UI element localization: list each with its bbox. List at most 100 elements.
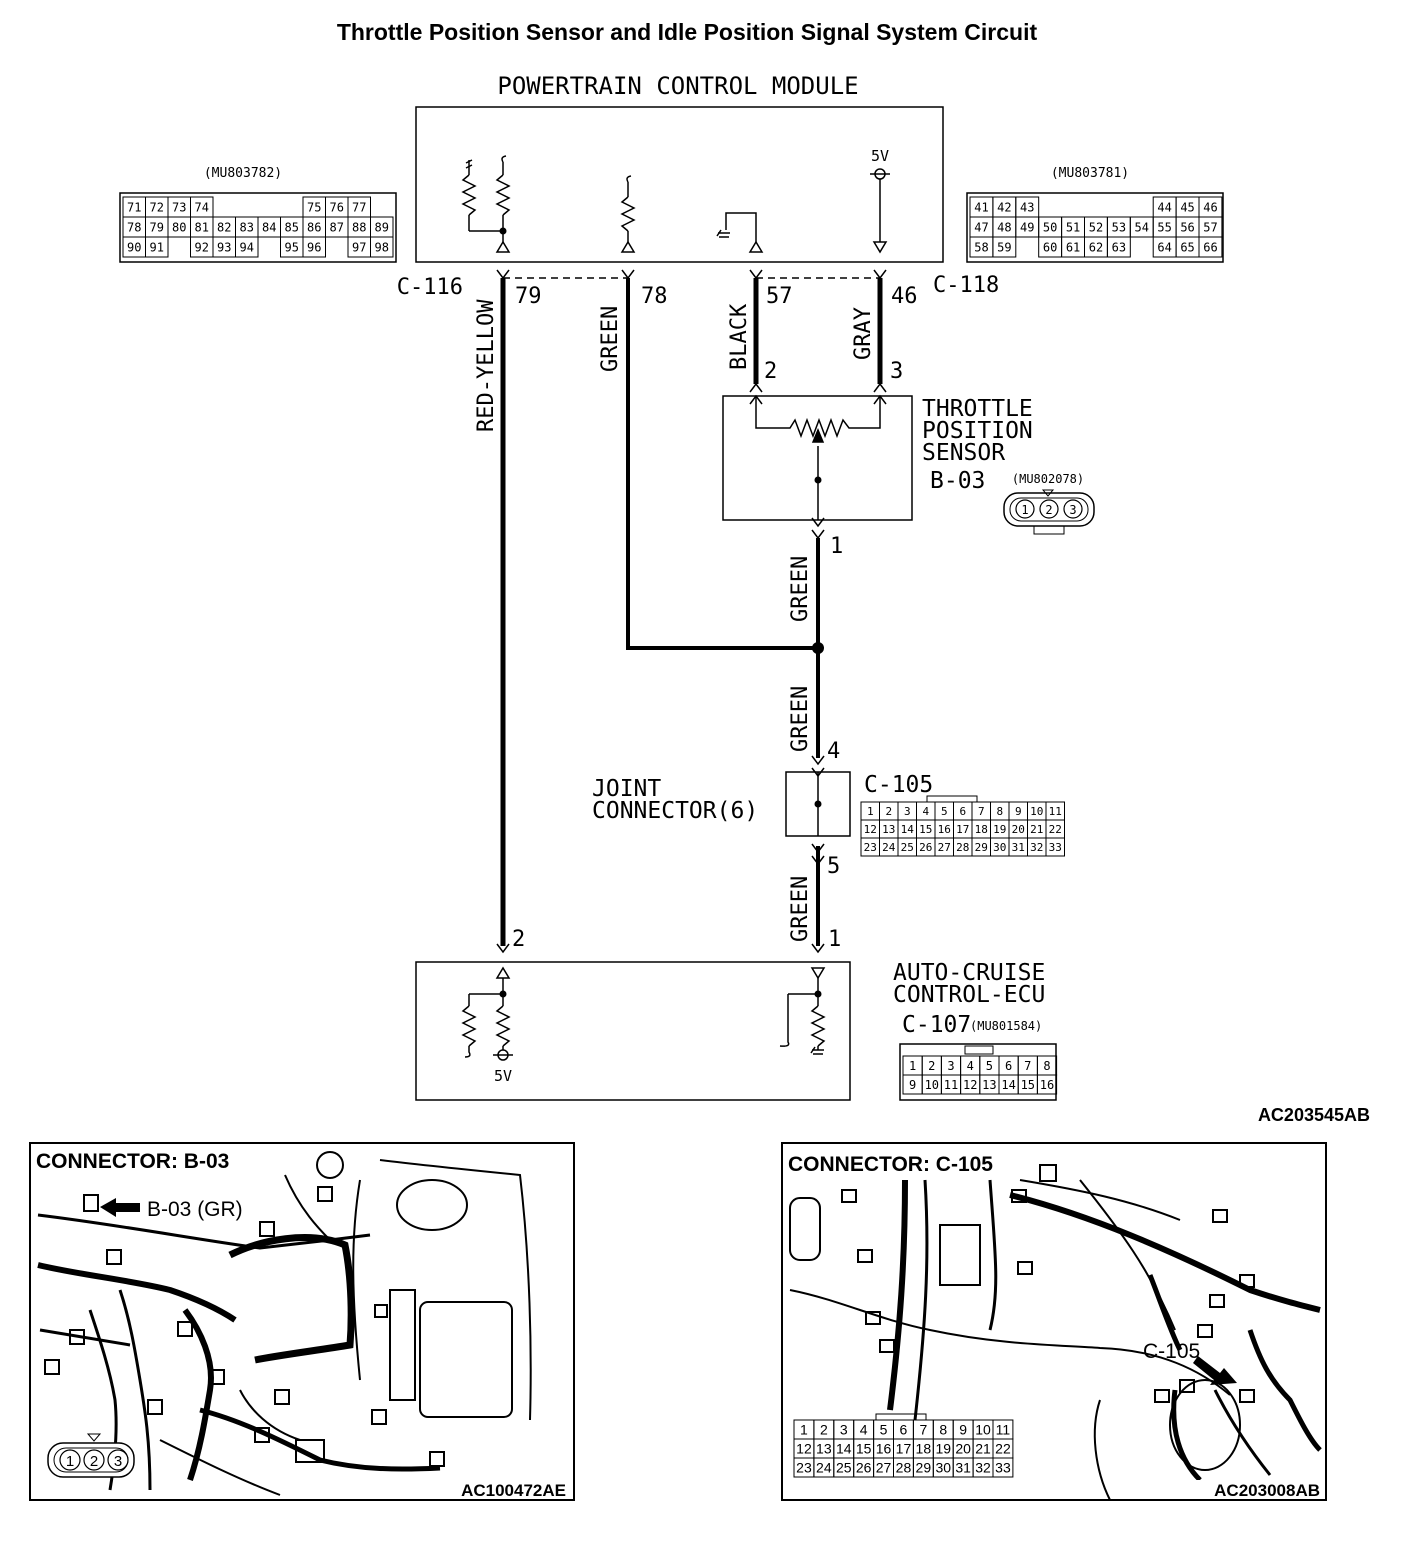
pcm-left-part-number: (MU803782) — [204, 166, 282, 181]
pcm-left-pin-85: 85 — [285, 220, 299, 234]
wire-gray-label: GRAY — [851, 307, 876, 360]
pcm-left-pin-83: 83 — [240, 220, 254, 234]
splice-junction — [812, 642, 824, 654]
tps-face-pin-2: 2 — [1045, 503, 1052, 517]
joint-pin-10: 10 — [1030, 805, 1043, 818]
main-reference-code: AC203545AB — [1258, 1105, 1370, 1125]
pcm-right-pin-45: 45 — [1180, 200, 1194, 214]
pcm-right-pin-46: 46 — [1203, 200, 1217, 214]
c105-panel-pin-29: 29 — [916, 1460, 932, 1476]
ecu-pin-2: 2 — [928, 1059, 935, 1073]
joint-pin-3: 3 — [904, 805, 911, 818]
ecu-pin-14: 14 — [1001, 1078, 1015, 1092]
joint-pin-22: 22 — [1049, 823, 1062, 836]
ecu-pin-3: 3 — [947, 1059, 954, 1073]
ecu-pin-8: 8 — [1043, 1059, 1050, 1073]
c105-panel-pin-30: 30 — [935, 1460, 951, 1476]
pcm-left-cell — [302, 236, 326, 258]
engine-bay-illustration — [37, 1151, 532, 1496]
joint-cell — [1045, 837, 1065, 857]
joint-pin-20: 20 — [1012, 823, 1025, 836]
joint-pin-5: 5 — [941, 805, 948, 818]
tps-connector-id: B-03 — [930, 468, 985, 494]
joint-pin-28: 28 — [956, 841, 969, 854]
b03-callout-label: B-03 (GR) — [147, 1198, 243, 1221]
throttle-position-sensor: THROTTLE POSITION SENSOR B-03 (MU802078)… — [722, 382, 1095, 540]
joint-pin-27: 27 — [938, 841, 951, 854]
pcm-right-pin-66: 66 — [1203, 240, 1217, 254]
joint-pin-25: 25 — [901, 841, 914, 854]
pcm-right-pin-61: 61 — [1066, 240, 1080, 254]
wire-green-signal: GREEN GREEN GREEN — [788, 538, 824, 946]
joint-pin-29: 29 — [975, 841, 988, 854]
joint-pin-14: 14 — [901, 823, 915, 836]
ecu-pin-9: 9 — [909, 1078, 916, 1092]
ecu-pin-4: 4 — [967, 1059, 974, 1073]
c105-panel-pin-15: 15 — [856, 1441, 872, 1457]
pcm-left-cell — [235, 236, 259, 258]
pin-78-label: 78 — [641, 284, 668, 309]
ecu-cell — [1036, 1074, 1058, 1095]
pcm-left-pin-76: 76 — [330, 200, 344, 214]
ecu-pin-16: 16 — [1040, 1078, 1054, 1092]
pcm-right-pin-41: 41 — [974, 200, 988, 214]
pcm-right-pin-44: 44 — [1157, 200, 1171, 214]
c105-callout-label: C-105 — [1143, 1340, 1200, 1363]
joint-pin-2: 2 — [885, 805, 892, 818]
dash-illustration — [789, 1164, 1322, 1501]
pcm-right-pin-65: 65 — [1180, 240, 1194, 254]
wire-green-middle-label: GREEN — [788, 686, 813, 752]
joint-pin-32: 32 — [1030, 841, 1043, 854]
pcm-box — [415, 106, 944, 263]
ecu-pin-12: 12 — [963, 1078, 977, 1092]
joint-pin-16: 16 — [938, 823, 951, 836]
pcm-pin-chevrons — [496, 269, 887, 280]
pcm-right-pin-56: 56 — [1180, 220, 1194, 234]
joint-pin-8: 8 — [996, 805, 1003, 818]
ecu-pin-1: 1 — [909, 1059, 916, 1073]
pcm-left-pin-94: 94 — [240, 240, 254, 254]
pcm-left-pin-96: 96 — [307, 240, 321, 254]
auto-cruise-control-ecu: 5V AUTO-CRUISE CONTROL-ECU C-107 (MU8015… — [415, 943, 1058, 1101]
c105-panel-cell — [992, 1457, 1014, 1478]
c105-panel-pin-21: 21 — [975, 1441, 991, 1457]
wire-gray: GRAY — [851, 278, 883, 384]
c105-panel-pin-12: 12 — [796, 1441, 812, 1457]
pcm-left-pin-80: 80 — [172, 220, 186, 234]
pin-79-label: 79 — [515, 284, 542, 309]
pcm-right-pin-55: 55 — [1157, 220, 1171, 234]
joint-connector-id: C-105 — [864, 772, 933, 798]
wire-green-78: GREEN — [598, 278, 818, 650]
connector-c118-label: C-118 — [933, 273, 999, 298]
pcm-left-pin-89: 89 — [375, 220, 389, 234]
joint-pin-9: 9 — [1015, 805, 1022, 818]
pcm-right-pin-64: 64 — [1157, 240, 1171, 254]
joint-pin-21: 21 — [1030, 823, 1043, 836]
ecu-pin-15: 15 — [1021, 1078, 1035, 1092]
b03-panel-title: CONNECTOR: B-03 — [36, 1150, 229, 1173]
joint-pin-12: 12 — [864, 823, 877, 836]
c105-panel-pin-6: 6 — [900, 1422, 908, 1438]
pcm-right-pin-52: 52 — [1089, 220, 1103, 234]
pcm-pin57-circuit — [716, 212, 764, 253]
ecu-pin2-circuit — [461, 966, 513, 1061]
wire-black-label: BLACK — [727, 303, 752, 370]
wire-green-78-label: GREEN — [598, 306, 623, 372]
pcm-left-pin-87: 87 — [330, 220, 344, 234]
c105-panel-pin-5: 5 — [880, 1422, 888, 1438]
powertrain-control-module: POWERTRAIN CONTROL MODULE — [415, 72, 944, 263]
c105-panel-pin-9: 9 — [959, 1422, 967, 1438]
pcm-5v-label: 5V — [871, 147, 889, 165]
c105-panel-pin-1: 1 — [800, 1422, 808, 1438]
ecu-pin-2-label: 2 — [512, 927, 525, 952]
pcm-left-pin-84: 84 — [262, 220, 276, 234]
joint-pin-31: 31 — [1012, 841, 1025, 854]
joint-pin-6: 6 — [959, 805, 966, 818]
ecu-5v-label: 5V — [494, 1067, 512, 1085]
wire-red-yellow: RED-YELLOW — [474, 278, 506, 946]
